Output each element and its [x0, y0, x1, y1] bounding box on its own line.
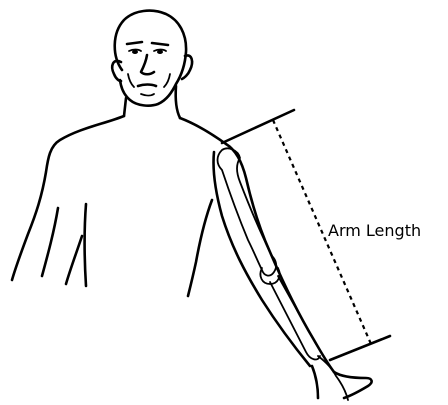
left-arm-inner: [85, 204, 87, 286]
right-torso-line: [188, 200, 212, 296]
shoulder-tick-line: [222, 110, 294, 143]
humerus-bone: [218, 148, 277, 275]
neck-left: [124, 98, 126, 116]
chin-line: [141, 94, 154, 96]
left-shoulder-outline: [12, 116, 124, 280]
left-arm-inner-2: [66, 236, 82, 284]
left-cheek-line: [128, 74, 134, 87]
left-pupil: [132, 50, 138, 54]
wrist-tick-line: [330, 336, 390, 360]
nose: [141, 55, 154, 74]
right-eyebrow: [152, 43, 168, 45]
right-cheek-line: [164, 74, 170, 87]
arm-inner-outline: [213, 152, 310, 366]
right-shoulder-outline: [180, 118, 226, 144]
left-eyebrow: [127, 42, 142, 44]
hand-outline: [312, 366, 372, 398]
wrist-bone: [318, 356, 348, 400]
arm-outer-outline: [226, 144, 334, 372]
arm-length-label: Arm Length: [328, 221, 421, 240]
head: [112, 11, 192, 106]
right-pupil: [157, 50, 163, 54]
right-arm: [213, 144, 371, 400]
torso: [12, 116, 226, 296]
neck-right: [176, 86, 180, 118]
mouth: [138, 85, 156, 87]
left-torso-line: [42, 208, 58, 276]
